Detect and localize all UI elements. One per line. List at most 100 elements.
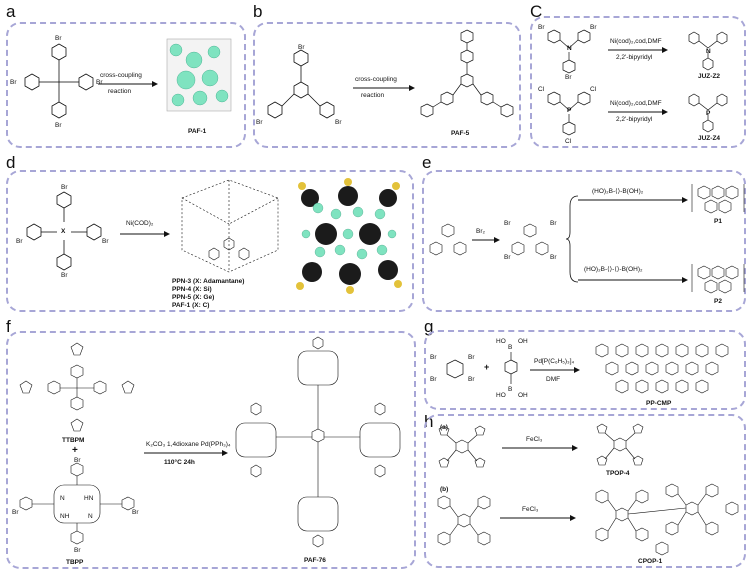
atom-n: N [88, 513, 93, 520]
reaction-label-line1: cross-coupling [355, 76, 397, 83]
panel-label-g: g [424, 317, 434, 336]
reaction2-line1: Ni(cod)₂,cod,DMF [610, 100, 662, 107]
atom-br: Br [12, 509, 19, 516]
tpop-4-structure [596, 423, 644, 466]
network-list-item: PAF-1 (X: C) [172, 302, 210, 309]
reaction-line1: K₂CO₃ 1,4dioxane Pd(PPh₃)₄ [146, 441, 231, 448]
sub-label-a: (a) [440, 424, 448, 431]
product-b-label: CPOP-1 [638, 558, 663, 565]
panel-e: Br₂ Br Br Br Br (HO)₂B-⟨⟩-B(OH)₂ (HO)₂B-… [422, 170, 746, 312]
paf-76-network-structure [235, 336, 401, 548]
coupling-arrow-1 [578, 197, 688, 203]
atom-br: Br [102, 238, 109, 245]
reaction-arrow [120, 231, 170, 237]
boronic-acid-1: (HO)₂B-⟨⟩-B(OH)₂ [592, 188, 644, 195]
panel-label-d: d [6, 153, 16, 172]
catalyst-label: Pd[P(C₆H₅)₃]₄ [534, 358, 575, 365]
atom-cl: Cl [538, 86, 545, 93]
reaction2-arrow [608, 109, 668, 115]
ttbpm-structure [19, 342, 135, 432]
p1-polymer-structure [691, 184, 745, 214]
atom-n: N [567, 45, 572, 52]
network-list-item: PPN-3 (X: Adamantane) [172, 278, 245, 285]
product-a-label: TPOP-4 [606, 470, 630, 477]
reaction-arrow [530, 367, 580, 373]
atom-br: Br [74, 547, 81, 554]
atom-br: Br [132, 509, 139, 516]
reagent-br2: Br₂ [476, 228, 486, 235]
reaction2-line2: 2,2'-bipyridyl [616, 116, 653, 123]
sub-label-b: (b) [440, 486, 449, 493]
product-label: PAF-5 [451, 130, 470, 137]
reagent-label: Ni(COD)₂ [126, 220, 154, 227]
atom-br: Br [16, 238, 23, 245]
panel-c: Br N Br Br Ni(cod)₂,cod,DMF 2,2'-bipyrid… [530, 16, 746, 148]
diamond-network-diagram [181, 179, 279, 273]
atom-br: Br [96, 79, 103, 86]
atom-ho: HO [496, 392, 506, 399]
reaction-label-line2: reaction [108, 88, 132, 95]
atom-br: Br [504, 254, 511, 261]
atom-br: Br [590, 24, 597, 31]
product-label: PAF-76 [304, 557, 326, 564]
framework-3d-render [296, 178, 402, 294]
atom-br: Br [550, 254, 557, 261]
network-list-item: PPN-4 (X: Si) [172, 286, 212, 293]
bromination-arrow [472, 237, 500, 243]
reagent-fecl3: FeCl₃ [522, 506, 539, 513]
atom-p: P [706, 110, 711, 117]
atom-cl: Cl [590, 86, 597, 93]
atom-br: Br [74, 457, 81, 464]
atom-br: Br [430, 354, 437, 361]
atom-ho: HO [496, 338, 506, 345]
atom-br: Br [55, 122, 62, 129]
tetraphenylmethane-structure [24, 43, 94, 119]
atom-p: P [567, 107, 572, 114]
diboronic-acid-structure [504, 352, 518, 384]
atom-nh: NH [60, 513, 70, 520]
atom-br: Br [565, 74, 572, 81]
plus-sign: + [484, 362, 490, 372]
atom-b: B [508, 344, 513, 351]
product-label: PP-CMP [646, 400, 672, 407]
panel-g: Br Br Br Br + OH B HO OH B HO Pd[P(C₆H₅)… [424, 330, 746, 410]
reaction-arrow-a [502, 445, 578, 451]
carbazole-monomer-structure [437, 495, 491, 546]
product1-label: JUZ-Z2 [698, 73, 721, 80]
panel-d: Br X Br Br Br Ni(COD)₂ PPN-3 (X: Adamant… [6, 170, 414, 312]
atom-br: Br [256, 119, 263, 126]
atom-br: Br [10, 79, 17, 86]
panel-label-a: a [6, 2, 16, 21]
reaction-arrow-b [500, 515, 576, 521]
tribromophenylbenzene-structure [267, 49, 335, 119]
cpop-1-network-structure [595, 483, 739, 556]
monomer1-label: TTBPM [62, 437, 85, 444]
tetrabromobenzene-structure [446, 359, 464, 379]
atom-br: Br [550, 220, 557, 227]
reaction-label-line2: reaction [361, 92, 385, 99]
atom-hn: HN [84, 495, 94, 502]
reagent-fecl3: FeCl₃ [526, 436, 543, 443]
panel-label-f: f [6, 317, 11, 336]
juz-z2-structure [688, 31, 728, 71]
atom-br: Br [468, 354, 475, 361]
reaction1-line2: 2,2'-bipyridyl [616, 54, 653, 61]
panel-b: Br Br Br cross-coupling reaction PAF-5 [253, 22, 521, 148]
reaction-arrow [98, 81, 158, 87]
atom-n: N [706, 48, 711, 55]
fluorene-trimer-structure [429, 223, 467, 256]
panel-h: (a) FeCl₃ TPOP-4 (b) FeCl₃ [424, 414, 746, 568]
atom-n: N [60, 495, 65, 502]
paf-5-polymer-structure [420, 29, 514, 118]
plus-sign: + [72, 445, 78, 456]
coupling-arrow-2 [578, 277, 688, 283]
atom-oh: OH [518, 392, 528, 399]
product-label: PAF-1 [188, 128, 207, 135]
atom-br: Br [61, 184, 68, 191]
atom-br: Br [430, 376, 437, 383]
atom-br: Br [538, 24, 545, 31]
tbpp-porphyrin-structure [19, 462, 135, 545]
product2-label: JUZ-Z4 [698, 135, 721, 142]
atom-br: Br [504, 220, 511, 227]
reaction1-arrow [608, 47, 668, 53]
